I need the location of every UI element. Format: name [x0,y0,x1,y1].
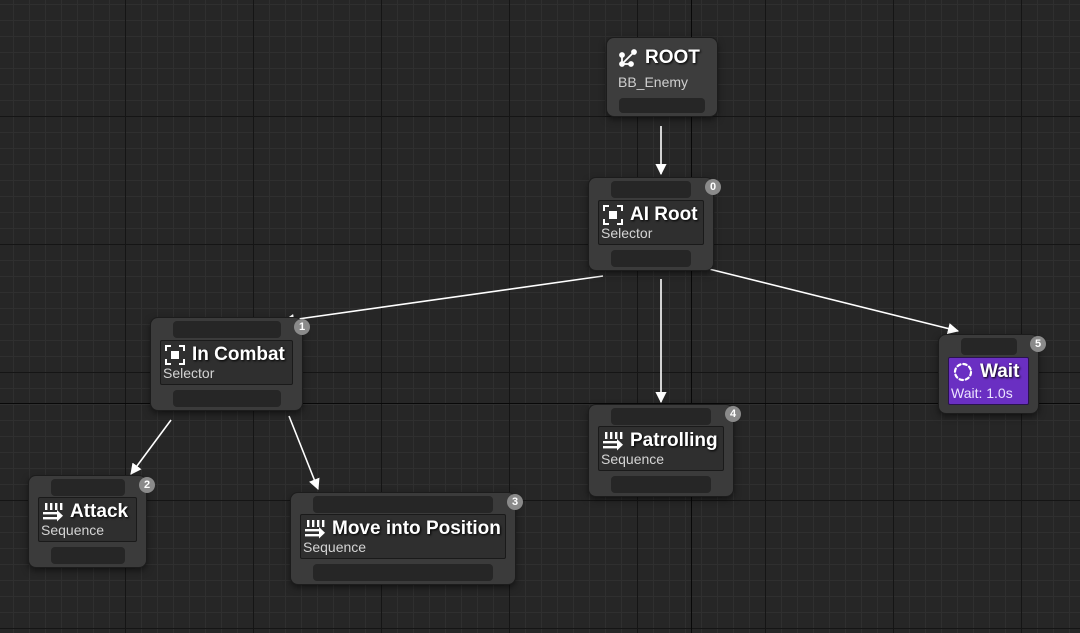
node-in-combat[interactable]: In Combat Selector 1 [151,318,310,410]
in-combat-body: In Combat Selector [160,340,293,385]
root-node[interactable]: ROOT BB_Enemy [607,38,717,116]
in-combat-title-text: In Combat [192,344,285,365]
sequence-icon [603,432,623,451]
in-combat-order-badge: 1 [294,319,310,335]
move-output-pin[interactable] [313,564,493,581]
attack-body: Attack Sequence [38,497,137,542]
patrolling-title: Patrolling [602,430,718,452]
in-combat-input-pin[interactable] [172,321,281,338]
patrolling-body: Patrolling Sequence [598,426,724,471]
wait-title-text: Wait [980,361,1020,382]
move-title: Move into Position [304,518,501,540]
sequence-icon [305,520,325,539]
node-attack[interactable]: Attack Sequence 2 [29,476,155,567]
wait-title: Wait [952,361,1019,383]
move-body: Move into Position Sequence [300,514,506,559]
ai-root-type: Selector [601,225,653,241]
wait-body: Wait Wait: 1.0s [948,357,1029,405]
node-patrolling[interactable]: Patrolling Sequence 4 [589,405,741,496]
selector-icon [165,345,185,365]
root-branch-icon [619,49,637,67]
patrolling-order-badge: 4 [725,406,741,422]
in-combat-type: Selector [163,365,215,381]
in-combat-output-pin[interactable] [172,390,281,407]
patrolling-output-pin[interactable] [611,476,711,493]
wait-duration: Wait: 1.0s [951,385,1013,401]
attack-output-pin[interactable] [50,547,125,564]
ai-root-output-pin[interactable] [611,250,691,267]
selector-icon [603,205,623,225]
attack-input-pin[interactable] [50,479,125,496]
attack-order-badge: 2 [139,477,155,493]
grid-origin-horizontal [0,403,1080,404]
patrolling-type: Sequence [601,451,665,467]
attack-type: Sequence [41,522,105,538]
ai-root-body: AI Root Selector [598,200,704,245]
root-output-pin[interactable] [619,98,705,113]
node-ai-root[interactable]: AI Root Selector 0 [589,178,721,270]
in-combat-title: In Combat [164,344,285,366]
ai-root-input-pin[interactable] [611,181,691,198]
wait-input-pin[interactable] [960,338,1017,355]
attack-title-text: Attack [70,501,129,522]
root-blackboard-label: BB_Enemy [618,74,689,90]
node-move-into-position[interactable]: Move into Position Sequence 3 [291,493,523,584]
wait-icon [953,362,973,382]
root-node-title: ROOT [617,47,700,69]
patrolling-title-text: Patrolling [630,430,718,451]
move-title-text: Move into Position [332,518,501,539]
wire-ai-root-to-wait [708,268,960,334]
move-order-badge: 3 [507,494,523,510]
ai-root-order-badge: 0 [705,179,721,195]
grid-origin-vertical [691,0,692,633]
move-input-pin[interactable] [313,496,493,513]
wait-order-badge: 5 [1030,336,1046,352]
wire-in-combat-to-attack [130,419,172,475]
patrolling-input-pin[interactable] [611,408,711,425]
root-title-text: ROOT [645,47,700,68]
ai-root-title: AI Root [602,204,698,226]
wire-in-combat-to-move [288,415,320,491]
ai-root-title-text: AI Root [630,204,698,225]
attack-title: Attack [42,501,128,523]
move-type: Sequence [303,539,367,555]
node-wait[interactable]: Wait Wait: 1.0s 5 [939,335,1046,413]
wire-ai-root-to-in-combat [282,275,604,326]
sequence-icon [43,503,63,522]
